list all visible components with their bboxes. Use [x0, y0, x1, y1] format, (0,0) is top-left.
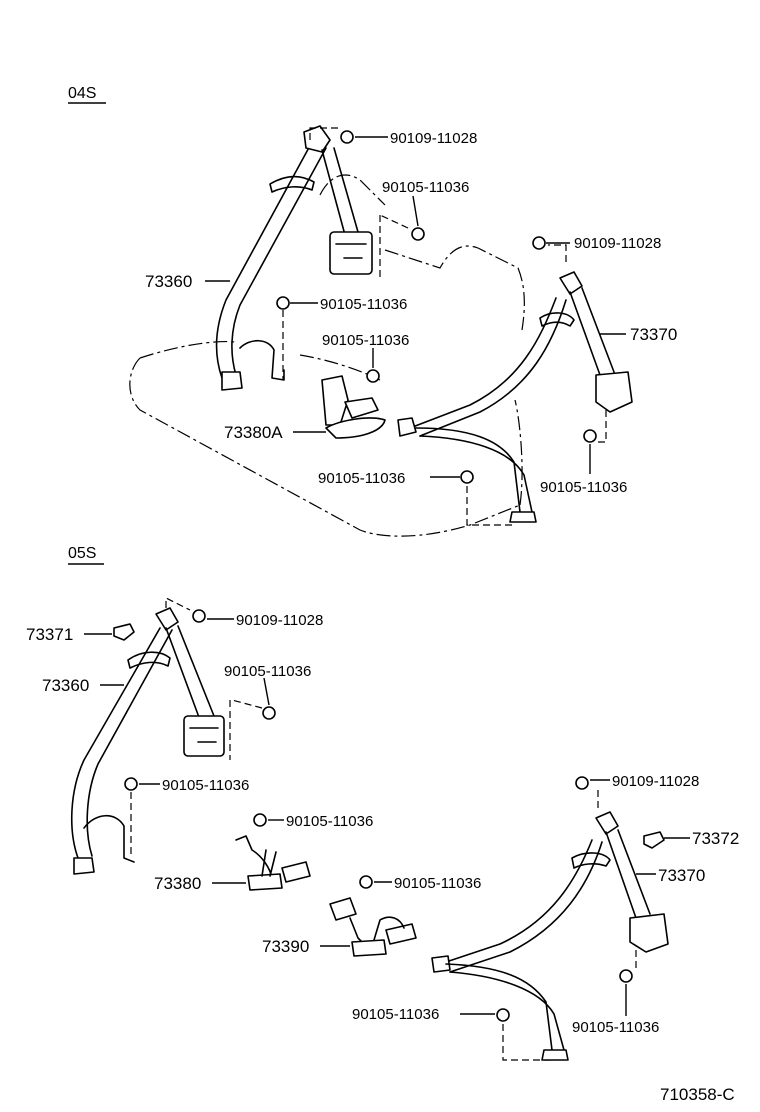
label-73370: 73370 — [658, 866, 705, 885]
bolt-icon — [124, 777, 138, 791]
bolt-icon — [411, 227, 425, 241]
section-05s: 05S — [26, 545, 739, 1061]
label-90105-11036: 90105-11036 — [286, 813, 373, 830]
bolt-icon — [460, 470, 474, 484]
bolt-icon — [192, 609, 206, 623]
label-73360: 73360 — [42, 676, 89, 695]
bolt-icon — [532, 236, 546, 250]
section-label-04s: 04S — [68, 85, 96, 102]
seat-cushion-outline — [129, 341, 523, 537]
label-90105-11036: 90105-11036 — [572, 1019, 659, 1036]
label-73360: 73360 — [145, 272, 192, 291]
label-90105-11036: 90105-11036 — [224, 663, 311, 680]
left-outer-belt-73360 — [215, 125, 373, 391]
seat-back-outline — [319, 174, 525, 331]
bolt-icon — [253, 813, 267, 827]
bolt-group-04s — [276, 130, 597, 484]
bolt-icon — [359, 875, 373, 889]
figure-code: 710358-C — [660, 1085, 735, 1104]
label-73380A: 73380A — [224, 423, 283, 442]
left-outer-belt-73360-05s — [71, 607, 225, 875]
center-buckle-73380A — [321, 375, 386, 439]
bolt-icon — [366, 369, 380, 383]
label-90105-11036: 90105-11036 — [540, 479, 627, 496]
label-90109-11028: 90109-11028 — [612, 773, 699, 790]
label-90105-11036: 90105-11036 — [318, 470, 405, 487]
right-outer-belt-73370 — [397, 271, 633, 523]
section-label-05s: 05S — [68, 545, 96, 562]
bolt-icon — [583, 429, 597, 443]
clip-73372 — [643, 831, 665, 849]
label-73372: 73372 — [692, 829, 739, 848]
bolt-icon — [340, 130, 354, 144]
label-90105-11036: 90105-11036 — [322, 332, 409, 349]
center-buckle-73390 — [329, 897, 417, 957]
label-90105-11036: 90105-11036 — [162, 777, 249, 794]
label-73371: 73371 — [26, 625, 73, 644]
label-90105-11036: 90105-11036 — [352, 1006, 439, 1023]
label-90105-11036: 90105-11036 — [382, 179, 469, 196]
center-buckle-73380 — [235, 835, 311, 891]
bolt-icon — [496, 1008, 510, 1022]
bolt-icon — [619, 969, 633, 983]
label-90109-11028: 90109-11028 — [574, 235, 661, 252]
bolt-icon — [575, 776, 589, 790]
bolt-icon — [276, 296, 290, 310]
clip-73371 — [113, 623, 135, 641]
section-04s: 04S — [68, 85, 677, 537]
label-90109-11028: 90109-11028 — [390, 130, 477, 147]
label-90109-11028: 90109-11028 — [236, 612, 323, 629]
label-90105-11036: 90105-11036 — [394, 875, 481, 892]
label-73380: 73380 — [154, 874, 201, 893]
right-outer-belt-73370-05s — [431, 811, 669, 1061]
label-73390: 73390 — [262, 937, 309, 956]
label-90105-11036: 90105-11036 — [320, 296, 407, 313]
bolt-icon — [262, 706, 276, 720]
label-73370: 73370 — [630, 325, 677, 344]
